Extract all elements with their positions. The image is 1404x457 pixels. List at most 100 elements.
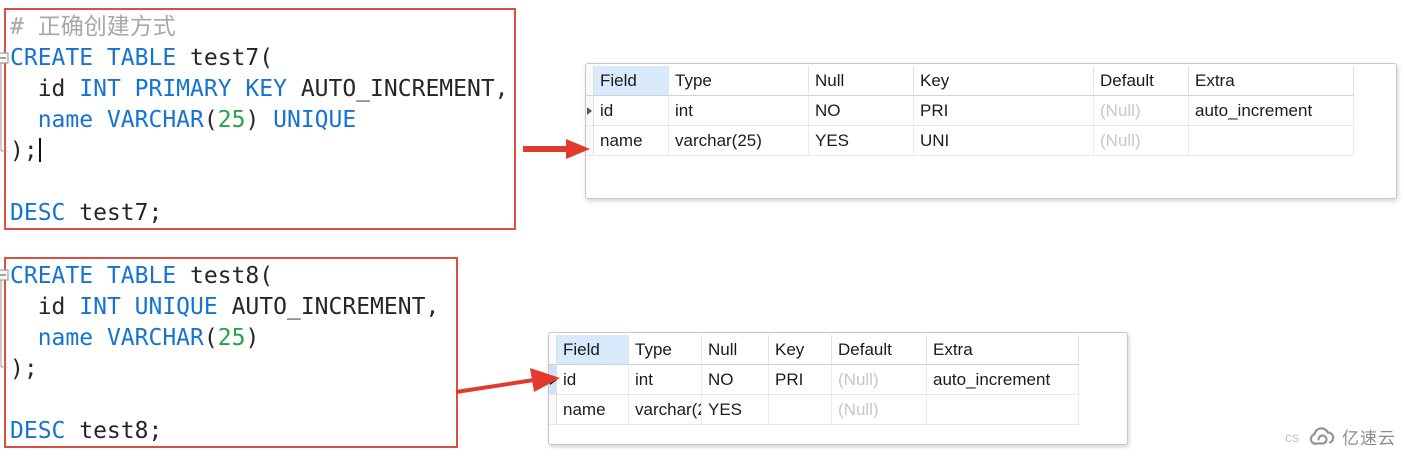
sql-text: id — [10, 294, 80, 320]
cell-key[interactable]: UNI — [914, 126, 1094, 156]
column-header-key[interactable]: Key — [769, 335, 832, 365]
code-line: name VARCHAR(25) — [10, 323, 456, 354]
column-header-type[interactable]: Type — [669, 66, 809, 96]
column-header-default[interactable]: Default — [832, 335, 927, 365]
code-line: ); — [10, 136, 514, 167]
cell-field[interactable]: id — [594, 96, 669, 126]
sql-editor-block-test8[interactable]: CREATE TABLE test8( id INT UNIQUE AUTO_I… — [4, 257, 458, 448]
sql-keyword: DESC — [10, 418, 66, 444]
table-row: id int NO PRI (Null) auto_increment — [549, 365, 1127, 395]
code-line: id INT PRIMARY KEY AUTO_INCREMENT, — [10, 74, 514, 105]
sql-text: ) — [245, 325, 260, 351]
cell-null[interactable]: NO — [809, 96, 914, 126]
sql-keyword: DESC — [10, 200, 66, 226]
sql-number: 25 — [217, 325, 246, 351]
cell-default[interactable]: (Null) — [1094, 96, 1189, 126]
sql-keyword: CREATE TABLE — [10, 263, 177, 289]
cell-extra[interactable] — [1189, 126, 1354, 156]
sql-text: test8( — [176, 263, 274, 289]
column-header-extra[interactable]: Extra — [1189, 66, 1354, 96]
result-grid-test7: Field Type Null Key Default Extra id int… — [585, 63, 1397, 199]
cell-type[interactable]: varchar(25) — [629, 395, 702, 425]
column-header-extra[interactable]: Extra — [927, 335, 1079, 365]
table-row: id int NO PRI (Null) auto_increment — [586, 96, 1396, 126]
sql-text — [10, 325, 38, 351]
current-row-arrow-icon — [550, 374, 557, 385]
cell-extra[interactable]: auto_increment — [927, 365, 1079, 395]
code-line: id INT UNIQUE AUTO_INCREMENT, — [10, 292, 456, 323]
annotation-arrow-icon — [523, 139, 590, 159]
sql-text: test7; — [65, 200, 163, 226]
cell-type[interactable]: varchar(25) — [669, 126, 809, 156]
code-fold-marker-icon[interactable] — [0, 50, 10, 162]
sql-text: ( — [203, 325, 218, 351]
cell-field[interactable]: name — [557, 395, 629, 425]
cloud-logo-icon — [1309, 426, 1335, 445]
cell-type[interactable]: int — [629, 365, 702, 395]
row-marker[interactable] — [549, 395, 557, 425]
cell-default[interactable]: (Null) — [1094, 126, 1189, 156]
cell-extra[interactable]: auto_increment — [1189, 96, 1354, 126]
cell-field[interactable]: id — [557, 365, 629, 395]
cell-null[interactable]: YES — [809, 126, 914, 156]
column-header-field[interactable]: Field — [594, 66, 669, 96]
column-header-null[interactable]: Null — [809, 66, 914, 96]
sql-text: AUTO_INCREMENT, — [286, 76, 509, 102]
sql-text: ) — [245, 107, 274, 133]
row-selector-header[interactable] — [549, 335, 557, 365]
code-line: # 正确创建方式 — [10, 12, 514, 43]
grid-header-row: Field Type Null Key Default Extra — [549, 335, 1127, 365]
sql-text: id — [10, 76, 80, 102]
sql-text: ); — [10, 138, 38, 164]
column-header-key[interactable]: Key — [914, 66, 1094, 96]
sql-text: AUTO_INCREMENT, — [217, 294, 440, 320]
table-row: name varchar(25) YES (Null) — [549, 395, 1127, 425]
cell-key[interactable] — [769, 395, 832, 425]
watermark-brand: 亿速云 — [1342, 429, 1396, 448]
row-selector-header[interactable] — [586, 66, 594, 96]
sql-text — [10, 107, 38, 133]
column-header-null[interactable]: Null — [702, 335, 769, 365]
code-line: DESC test8; — [10, 416, 456, 447]
code-line: name VARCHAR(25) UNIQUE — [10, 105, 514, 136]
cell-field[interactable]: name — [594, 126, 669, 156]
sql-number: 25 — [217, 107, 246, 133]
cell-extra[interactable] — [927, 395, 1079, 425]
current-row-arrow-icon — [587, 106, 592, 115]
sql-keyword: name VARCHAR — [37, 325, 204, 351]
sql-keyword: UNIQUE — [273, 107, 357, 133]
row-marker[interactable] — [549, 365, 557, 395]
table-row: name varchar(25) YES UNI (Null) — [586, 126, 1396, 156]
cell-default[interactable]: (Null) — [832, 365, 927, 395]
sql-text: ); — [10, 356, 38, 382]
sql-text: test7( — [176, 45, 274, 71]
code-line: CREATE TABLE test8( — [10, 261, 456, 292]
watermark: cs 亿速云 — [1285, 424, 1396, 449]
column-header-field[interactable]: Field — [557, 335, 629, 365]
sql-keyword: INT PRIMARY KEY — [79, 76, 287, 102]
row-marker[interactable] — [586, 96, 594, 126]
code-fold-marker-icon[interactable] — [0, 268, 10, 378]
code-line: ); — [10, 354, 456, 385]
cell-null[interactable]: YES — [702, 395, 769, 425]
row-marker[interactable] — [586, 126, 594, 156]
column-header-default[interactable]: Default — [1094, 66, 1189, 96]
grid-header-row: Field Type Null Key Default Extra — [586, 66, 1396, 96]
cell-null[interactable]: NO — [702, 365, 769, 395]
sql-comment: # 正确创建方式 — [10, 14, 176, 40]
watermark-prefix: cs — [1285, 428, 1299, 445]
code-line-blank — [10, 385, 456, 416]
code-line-blank — [10, 167, 514, 198]
text-caret — [38, 137, 41, 162]
sql-keyword: name VARCHAR — [37, 107, 204, 133]
sql-text: test8; — [65, 418, 163, 444]
cell-default[interactable]: (Null) — [832, 395, 927, 425]
sql-keyword: INT UNIQUE — [79, 294, 218, 320]
cell-key[interactable]: PRI — [914, 96, 1094, 126]
code-line: DESC test7; — [10, 198, 514, 229]
cell-type[interactable]: int — [669, 96, 809, 126]
column-header-type[interactable]: Type — [629, 335, 702, 365]
sql-editor-block-test7[interactable]: # 正确创建方式 CREATE TABLE test7( id INT PRIM… — [4, 8, 516, 230]
result-grid-test8: Field Type Null Key Default Extra id int… — [548, 332, 1128, 445]
cell-key[interactable]: PRI — [769, 365, 832, 395]
